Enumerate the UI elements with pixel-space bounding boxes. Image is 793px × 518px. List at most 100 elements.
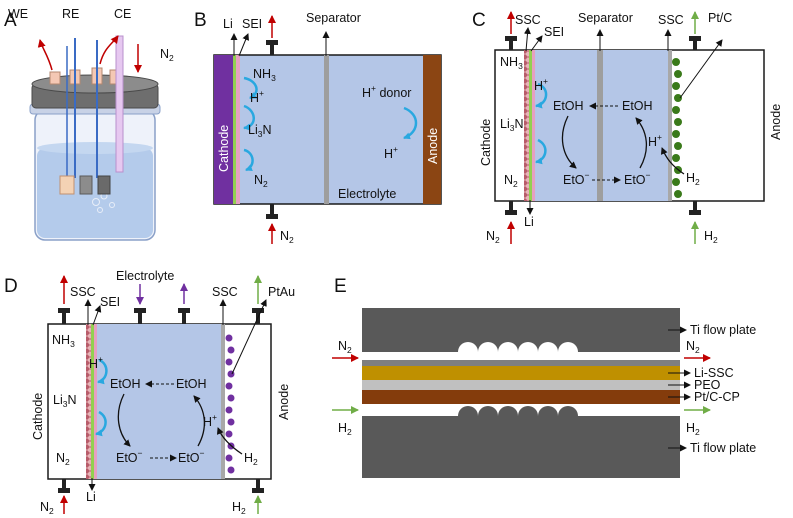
port-cap bbox=[58, 308, 70, 313]
we-label: WE bbox=[8, 7, 28, 21]
port-stem bbox=[693, 201, 697, 211]
li-layer bbox=[236, 55, 240, 204]
swirl-arrow bbox=[243, 148, 254, 172]
nh3-label: NH3 bbox=[253, 67, 276, 83]
we-electrode bbox=[59, 175, 75, 195]
eto-right-label: EtO− bbox=[178, 448, 205, 465]
port-cap bbox=[252, 308, 264, 313]
ssc-left-label: SSC bbox=[515, 13, 541, 27]
anode-block bbox=[423, 55, 441, 204]
ptc-cp-layer bbox=[362, 390, 680, 404]
port-stem bbox=[138, 312, 142, 324]
gas-out-arrow bbox=[37, 39, 53, 71]
li-label: Li bbox=[223, 17, 233, 31]
li-ssc-label: Li-SSC bbox=[694, 366, 734, 380]
separator-label: Separator bbox=[306, 11, 361, 25]
sei-arrow bbox=[92, 305, 102, 326]
swirl-arrow bbox=[535, 138, 547, 165]
li-ssc-layer bbox=[362, 366, 680, 380]
port-cap bbox=[178, 308, 190, 313]
cathode-label: Cathode bbox=[479, 119, 493, 166]
h2-label: H2 bbox=[686, 171, 700, 187]
etoh-right-label: EtOH bbox=[176, 377, 207, 391]
sei-layer bbox=[233, 55, 236, 204]
separator-label: Separator bbox=[578, 11, 633, 25]
etoh-right-label: EtOH bbox=[622, 99, 653, 113]
eto-left-label: EtO− bbox=[563, 170, 590, 187]
n2-label: N2 bbox=[160, 47, 174, 63]
port-stem bbox=[509, 40, 513, 50]
sei-label: SEI bbox=[544, 25, 564, 39]
ti-flow-plate-top bbox=[362, 308, 680, 352]
h2-oxidation-arrow bbox=[660, 147, 685, 175]
ssc-right-label: SSC bbox=[212, 285, 238, 299]
port-cap bbox=[266, 214, 278, 219]
hdonor-label: H+ donor bbox=[362, 83, 411, 100]
port-cap bbox=[505, 36, 517, 41]
panel-e-letter: E bbox=[334, 276, 347, 297]
port-cap bbox=[252, 488, 264, 493]
port-stem bbox=[182, 312, 186, 324]
hplus-label: H+ bbox=[384, 144, 398, 161]
n2-left-label: N2 bbox=[338, 339, 352, 355]
beaker-liquid bbox=[37, 148, 153, 238]
h2-oxidation-arrow bbox=[216, 427, 243, 455]
hplus-label: H+ bbox=[534, 76, 548, 93]
hplus-anode-label: H+ bbox=[648, 132, 662, 149]
n2-label: N2 bbox=[504, 173, 518, 189]
n2-label: N2 bbox=[56, 451, 70, 467]
ptau-label: PtAu bbox=[268, 285, 295, 299]
h2-label: H2 bbox=[244, 451, 258, 467]
peo-label: PEO bbox=[694, 378, 721, 392]
li-label: Li bbox=[86, 490, 96, 504]
separator-bar bbox=[597, 50, 603, 201]
panel-b-letter: B bbox=[194, 10, 207, 31]
port-stem bbox=[62, 479, 66, 489]
port-stem bbox=[62, 312, 66, 324]
sei-arrow bbox=[238, 33, 249, 57]
li3n-label: Li3N bbox=[248, 123, 272, 139]
anode-label: Anode bbox=[277, 384, 291, 420]
gas-out-arrow bbox=[99, 35, 119, 65]
n2-in-label: N2 bbox=[486, 229, 500, 245]
ptc-label: Pt/C bbox=[708, 11, 732, 25]
li3n-label: Li3N bbox=[500, 117, 524, 133]
electrolyte-region bbox=[96, 324, 224, 479]
panel-d: D SS bbox=[4, 269, 295, 516]
swirl-arrow bbox=[535, 82, 548, 109]
ce-label: CE bbox=[114, 7, 131, 21]
li-label: Li bbox=[524, 215, 534, 229]
ssc-left-layer bbox=[524, 50, 529, 201]
etoh-left-label: EtOH bbox=[553, 99, 584, 113]
ssc-right-label: SSC bbox=[658, 13, 684, 27]
port-stem bbox=[270, 204, 274, 215]
port-stem bbox=[256, 479, 260, 489]
li-layer bbox=[94, 324, 97, 479]
ssc-left-layer bbox=[86, 324, 91, 479]
etoh-left-label: EtOH bbox=[110, 377, 141, 391]
cathode-label: Cathode bbox=[217, 125, 231, 172]
eto-left-label: EtO− bbox=[116, 448, 143, 465]
ce-electrode bbox=[97, 175, 111, 195]
panel-a: A WE RE CE N2 bbox=[4, 7, 174, 241]
hplus-label: H+ bbox=[250, 88, 264, 105]
h2-left-label: H2 bbox=[338, 421, 352, 437]
anode-label: Anode bbox=[426, 128, 440, 164]
electrolyte-label: Electrolyte bbox=[116, 269, 174, 283]
panel-b: B Li SEI Separator NH3 H+ Li3N N2 H+ don… bbox=[194, 10, 442, 245]
nh3-label: NH3 bbox=[52, 333, 75, 349]
cycle-arrow bbox=[635, 117, 647, 169]
port-cap bbox=[505, 210, 517, 215]
hplus-anode-label: H+ bbox=[203, 412, 217, 429]
pt-catalyst-dots bbox=[672, 58, 682, 198]
ptau-arrow bbox=[231, 299, 267, 375]
ptc-arrow bbox=[679, 39, 723, 99]
ti-top-label: Ti flow plate bbox=[690, 323, 756, 337]
panel-a-letter: A bbox=[4, 10, 17, 31]
n2-right-label: N2 bbox=[686, 339, 700, 355]
ptc-cp-label: Pt/C-CP bbox=[694, 390, 740, 404]
sei-layer bbox=[529, 50, 532, 201]
panel-c: C SSC SEI S bbox=[472, 10, 783, 245]
ssc-arrow bbox=[523, 27, 531, 52]
